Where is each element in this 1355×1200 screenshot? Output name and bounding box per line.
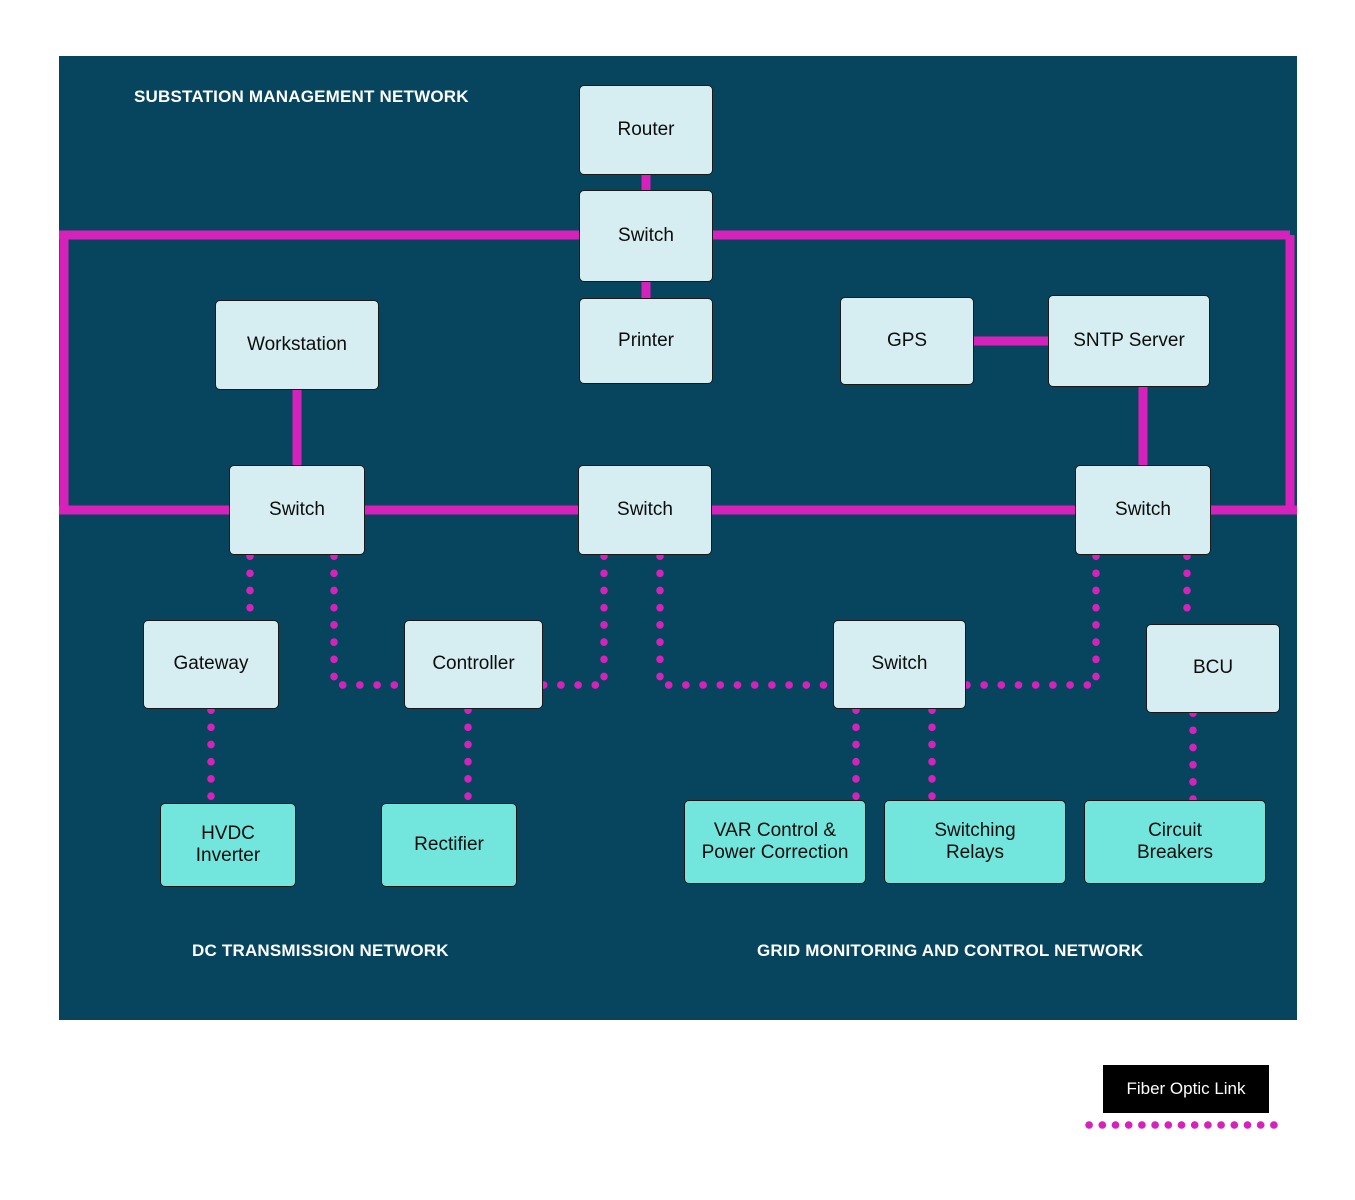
node-workstation[interactable]: Workstation xyxy=(215,300,379,390)
node-label: Switch xyxy=(617,498,673,520)
node-hvdc-inverter[interactable]: HVDC Inverter xyxy=(160,803,296,887)
node-gps[interactable]: GPS xyxy=(840,297,974,385)
node-label: SNTP Server xyxy=(1073,329,1185,351)
node-switch-left[interactable]: Switch xyxy=(229,465,365,555)
node-controller[interactable]: Controller xyxy=(404,620,543,709)
node-switch-grid[interactable]: Switch xyxy=(833,620,966,709)
node-label: Rectifier xyxy=(414,833,484,855)
node-printer[interactable]: Printer xyxy=(579,298,713,384)
node-label: VAR Control & Power Correction xyxy=(701,819,849,863)
node-label: Printer xyxy=(618,329,674,351)
node-gateway[interactable]: Gateway xyxy=(143,620,279,709)
node-var-control[interactable]: VAR Control & Power Correction xyxy=(684,800,866,884)
node-bcu[interactable]: BCU xyxy=(1146,624,1280,713)
node-label: Switch xyxy=(618,224,674,246)
section-title-dc-transmission: DC TRANSMISSION NETWORK xyxy=(192,941,449,960)
node-label: BCU xyxy=(1192,657,1234,679)
node-label: Circuit Breakers xyxy=(1136,819,1214,863)
node-label: Router xyxy=(617,118,675,140)
node-label: HVDC Inverter xyxy=(195,822,261,866)
node-switch-core[interactable]: Switch xyxy=(579,190,713,282)
node-label: Switch xyxy=(1115,498,1171,520)
section-title-substation-management: SUBSTATION MANAGEMENT NETWORK xyxy=(134,87,469,106)
node-circuit-breakers[interactable]: Circuit Breakers xyxy=(1084,800,1266,884)
node-label: GPS xyxy=(886,329,928,351)
node-switching-relays[interactable]: Switching Relays xyxy=(884,800,1066,884)
node-rectifier[interactable]: Rectifier xyxy=(381,803,517,887)
node-label: Workstation xyxy=(247,333,347,355)
node-label: Switching Relays xyxy=(934,819,1016,863)
node-switch-right[interactable]: Switch xyxy=(1075,465,1211,555)
legend-fiber-optic-chip: Fiber Optic Link xyxy=(1103,1065,1269,1113)
node-router[interactable]: Router xyxy=(579,85,713,175)
node-label: Gateway xyxy=(173,653,249,675)
node-sntp-server[interactable]: SNTP Server xyxy=(1048,295,1210,387)
node-label: Switch xyxy=(871,653,928,675)
node-label: Controller xyxy=(432,653,515,675)
section-title-grid-monitoring: GRID MONITORING AND CONTROL NETWORK xyxy=(757,941,1144,960)
node-switch-mid[interactable]: Switch xyxy=(578,465,712,555)
node-label: Switch xyxy=(269,498,325,520)
